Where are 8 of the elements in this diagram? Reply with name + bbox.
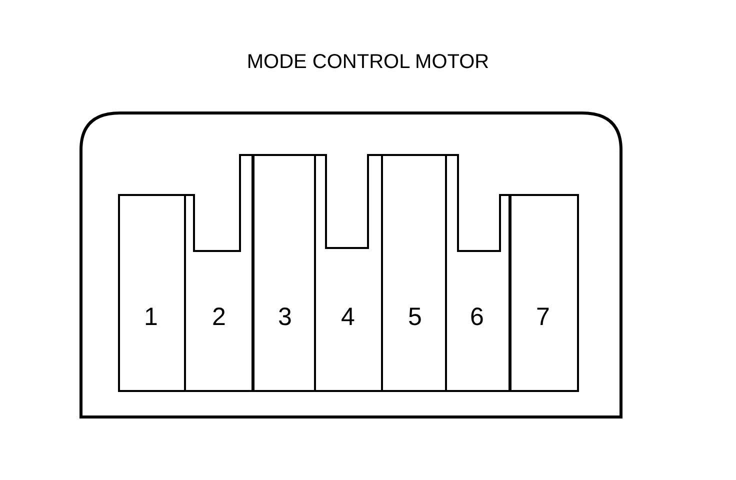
pin-number: 2 (211, 303, 227, 331)
pin-number: 4 (340, 303, 356, 331)
pin-number: 3 (277, 303, 293, 331)
pin-number: 6 (469, 303, 485, 331)
pin-number: 7 (535, 303, 551, 331)
diagram-title: MODE CONTROL MOTOR (246, 50, 490, 74)
pin-number: 1 (143, 303, 159, 331)
pin-number: 5 (407, 303, 423, 331)
